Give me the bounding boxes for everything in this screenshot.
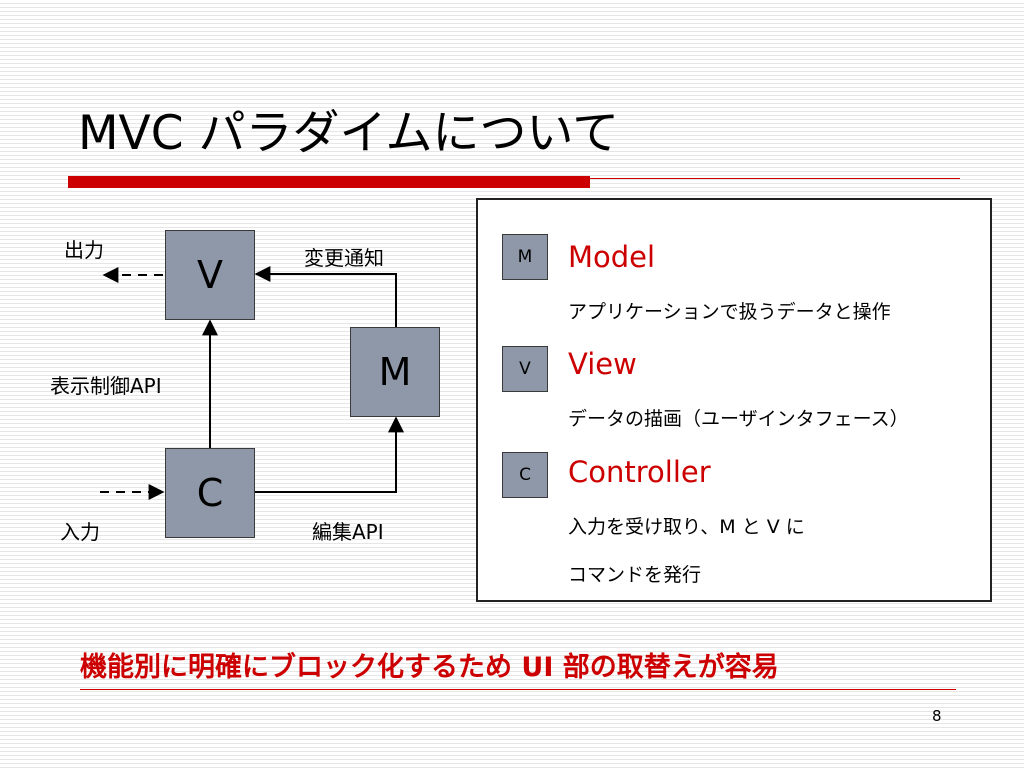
controller-node: C: [165, 448, 255, 538]
legend-model-name: Model: [568, 240, 656, 274]
view-node: V: [165, 230, 255, 320]
display-control-api-label: 表示制御API: [50, 374, 162, 398]
edit-api-arrow: [255, 416, 404, 493]
legend-view-square: V: [502, 346, 548, 392]
change-notify-label: 変更通知: [304, 246, 384, 270]
legend-view-desc: データの描画（ユーザインタフェース）: [568, 408, 909, 430]
title-underline-bar: [68, 176, 590, 188]
output-label: 出力: [64, 238, 104, 262]
slide-title: MVC パラダイムについて: [78, 106, 620, 161]
page-number: 8: [932, 707, 942, 725]
legend-controller-square: C: [502, 452, 548, 498]
legend-model-desc: アプリケーションで扱うデータと操作: [568, 301, 891, 323]
legend-controller-desc-line2: コマンドを発行: [568, 564, 702, 586]
bottom-rule: [80, 689, 956, 690]
legend-box: [476, 198, 992, 602]
title-underline-rule: [590, 178, 960, 179]
input-label: 入力: [60, 520, 100, 544]
legend-view-name: View: [568, 347, 637, 381]
conclusion-text: 機能別に明確にブロック化するため UI 部の取替えが容易: [80, 652, 779, 683]
legend-model-square: M: [502, 234, 548, 280]
model-node: M: [350, 327, 440, 417]
legend-controller-desc-line1: 入力を受け取り、M と V に: [568, 516, 805, 538]
legend-controller-name: Controller: [568, 455, 711, 489]
edit-api-label: 編集API: [312, 520, 384, 544]
change-notify-arrow: [254, 266, 397, 327]
